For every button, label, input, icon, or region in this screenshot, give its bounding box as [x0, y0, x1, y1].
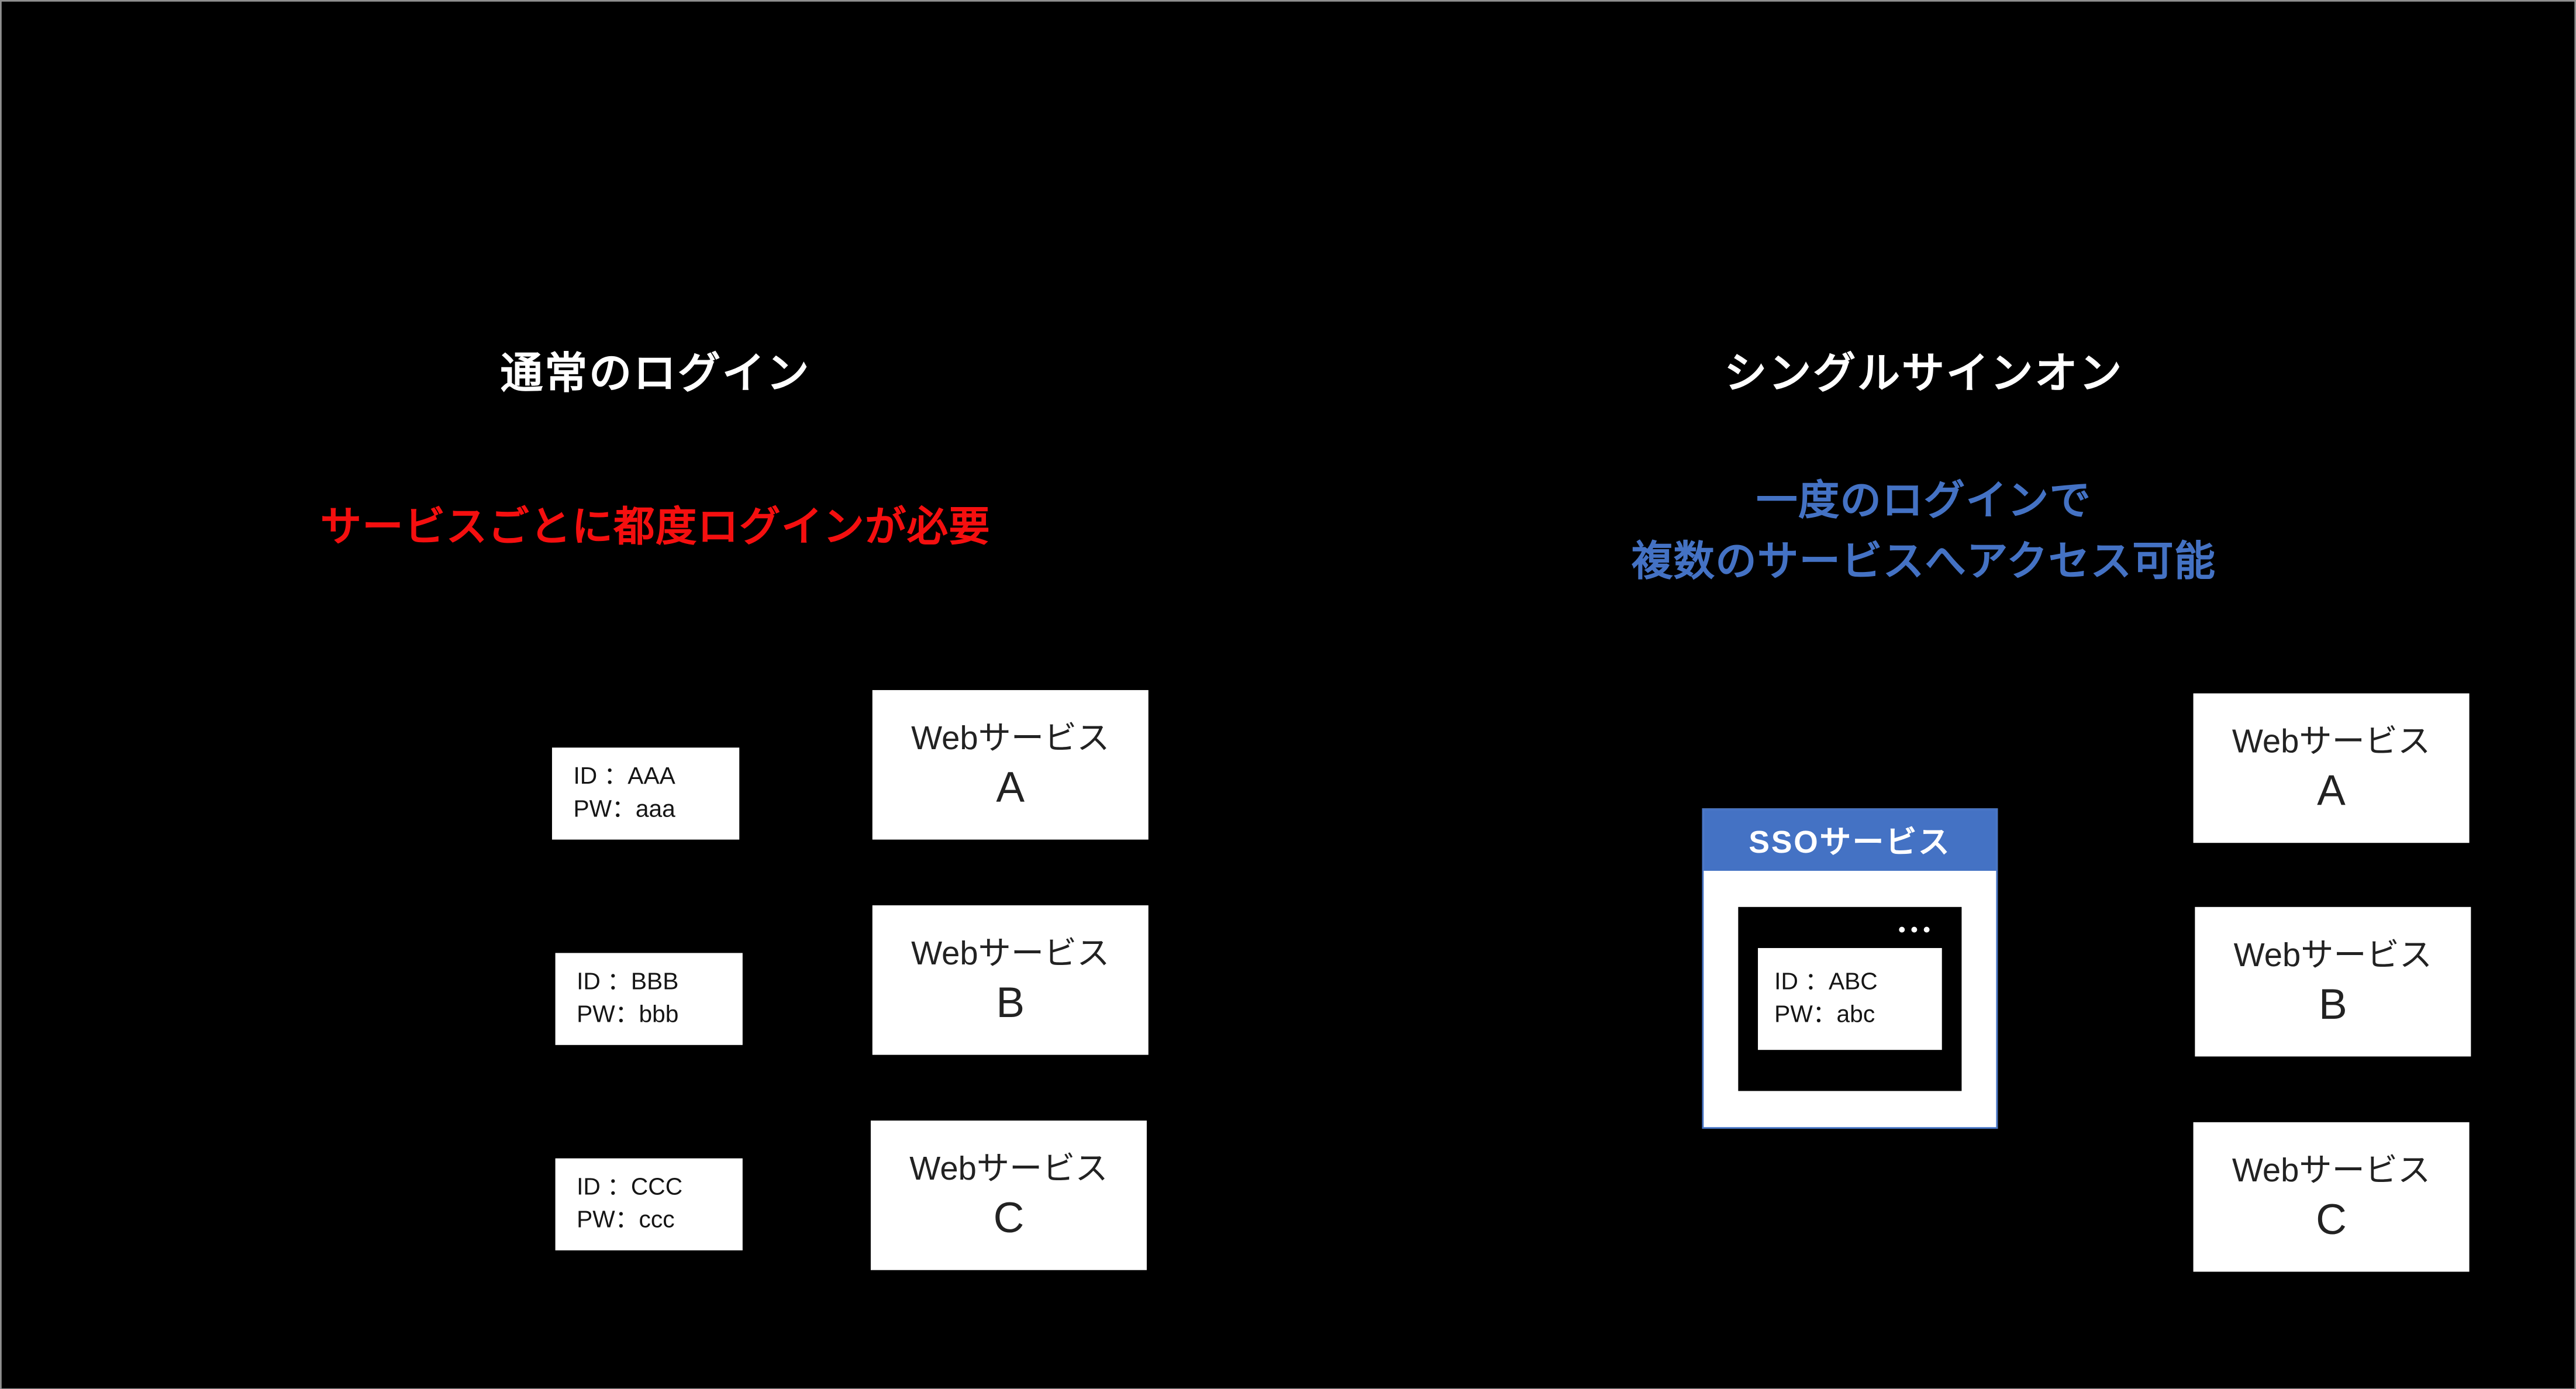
sso-body: ••• ID ：ABC PW：abc	[1703, 871, 1996, 1127]
service-label: Webサービス	[2232, 723, 2431, 760]
sso-service-box: SSOサービス ••• ID ：ABC PW：abc	[1702, 808, 1998, 1129]
service-letter: A	[996, 761, 1025, 811]
web-service-box-b-left: Webサービス B	[872, 905, 1149, 1055]
service-label: Webサービス	[2232, 1152, 2431, 1189]
credential-id: ID ：CCC	[577, 1174, 683, 1201]
web-service-box-c-left: Webサービス C	[870, 1121, 1147, 1270]
sso-header: SSOサービス	[1703, 810, 1996, 871]
service-letter: A	[2317, 764, 2346, 815]
service-label: Webサービス	[911, 720, 1110, 757]
service-label: Webサービス	[909, 1150, 1108, 1187]
right-subtitle: 一度のログインで 複数のサービスへアクセス可能	[1270, 471, 2576, 593]
service-letter: C	[993, 1192, 1025, 1242]
sso-credential-box: ID ：ABC PW：abc	[1758, 948, 1942, 1050]
browser-window: ••• ID ：ABC PW：abc	[1738, 907, 1962, 1091]
left-title: 通常のログイン	[500, 348, 811, 398]
credential-box-aaa: ID ：AAA PW：aaa	[551, 747, 740, 840]
window-dots-icon: •••	[1898, 916, 1936, 942]
service-label: Webサービス	[2233, 937, 2432, 974]
web-service-box-b-right: Webサービス B	[2195, 907, 2471, 1057]
web-service-box-a-left: Webサービス A	[872, 690, 1149, 840]
credential-pw: PW：bbb	[577, 1002, 679, 1029]
credential-pw: PW：ccc	[577, 1207, 675, 1234]
right-subtitle-line2: 複数のサービスへアクセス可能	[1632, 539, 2216, 585]
right-subtitle-line1: 一度のログインで	[1756, 478, 2092, 525]
service-letter: B	[996, 977, 1025, 1026]
right-title: シングルサインオン	[1724, 348, 2124, 398]
credential-box-bbb: ID ：BBB PW：bbb	[555, 953, 743, 1045]
left-subtitle: サービスごとに都度ログインが必要	[320, 504, 991, 551]
credential-pw: PW：aaa	[573, 797, 675, 823]
web-service-box-c-right: Webサービス C	[2193, 1122, 2470, 1272]
service-letter: B	[2318, 978, 2347, 1028]
credential-id: ID ：AAA	[573, 764, 675, 791]
credential-id: ID ：ABC	[1774, 969, 1878, 996]
credential-id: ID ：BBB	[577, 969, 679, 996]
credential-pw: PW：abc	[1774, 1002, 1875, 1029]
credential-box-ccc: ID ：CCC PW：ccc	[555, 1158, 743, 1250]
web-service-box-a-right: Webサービス A	[2193, 693, 2470, 843]
service-letter: C	[2316, 1194, 2347, 1243]
service-label: Webサービス	[911, 935, 1110, 972]
